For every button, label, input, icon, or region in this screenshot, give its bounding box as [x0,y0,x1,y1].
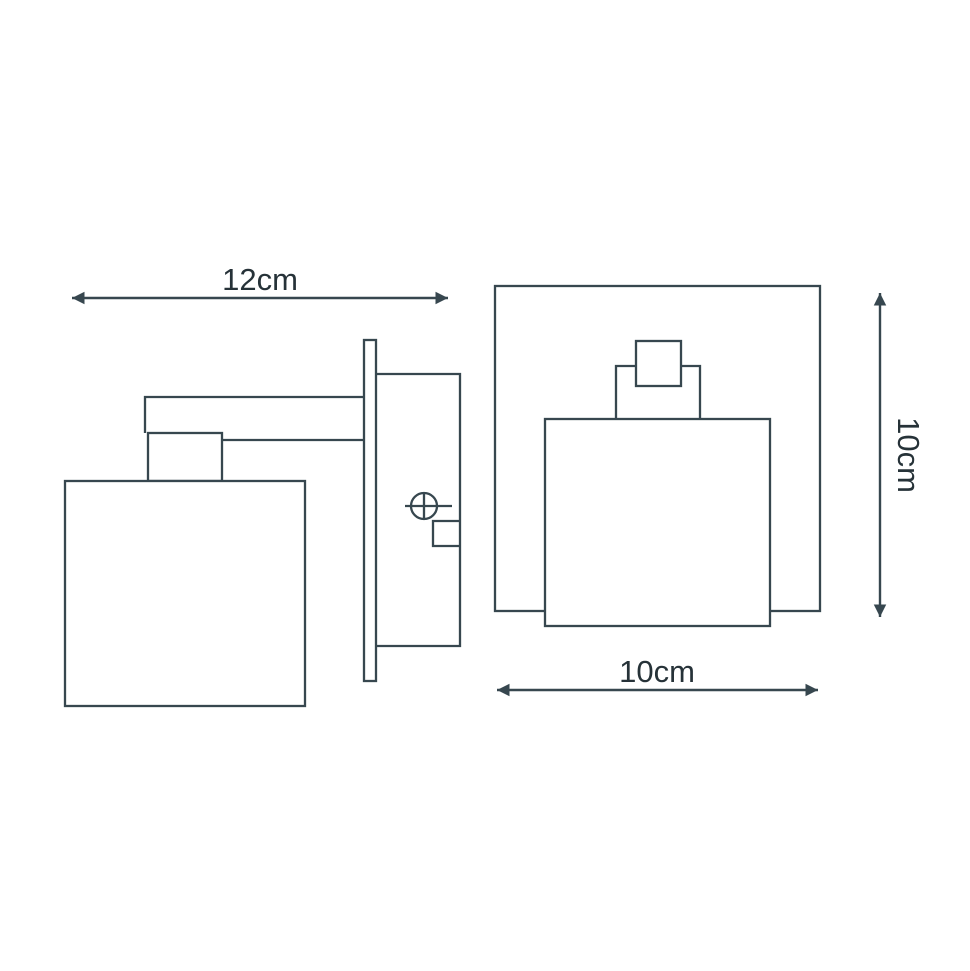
dimension-front-width: 10cm [497,654,818,697]
screw-icon [405,491,452,521]
front-shade [543,417,772,628]
screw-cross [405,492,452,520]
side-arm [143,395,364,442]
front-view [493,284,822,628]
dimension-label-front-height: 10cm [891,417,926,493]
side-wall-plate [362,338,378,683]
front-shade-holder [634,339,683,388]
dimension-label-side-width: 12cm [222,262,298,297]
dimension-side-width: 12cm [72,262,448,305]
dimension-front-height: 10cm [873,293,926,617]
side-shade-holder [146,431,224,483]
dimension-label-front-width: 10cm [619,654,695,689]
front-bracket [614,364,702,419]
side-body-box [376,372,462,648]
side-cable-notch [431,519,460,548]
side-shade [63,479,307,708]
side-view [63,338,462,708]
